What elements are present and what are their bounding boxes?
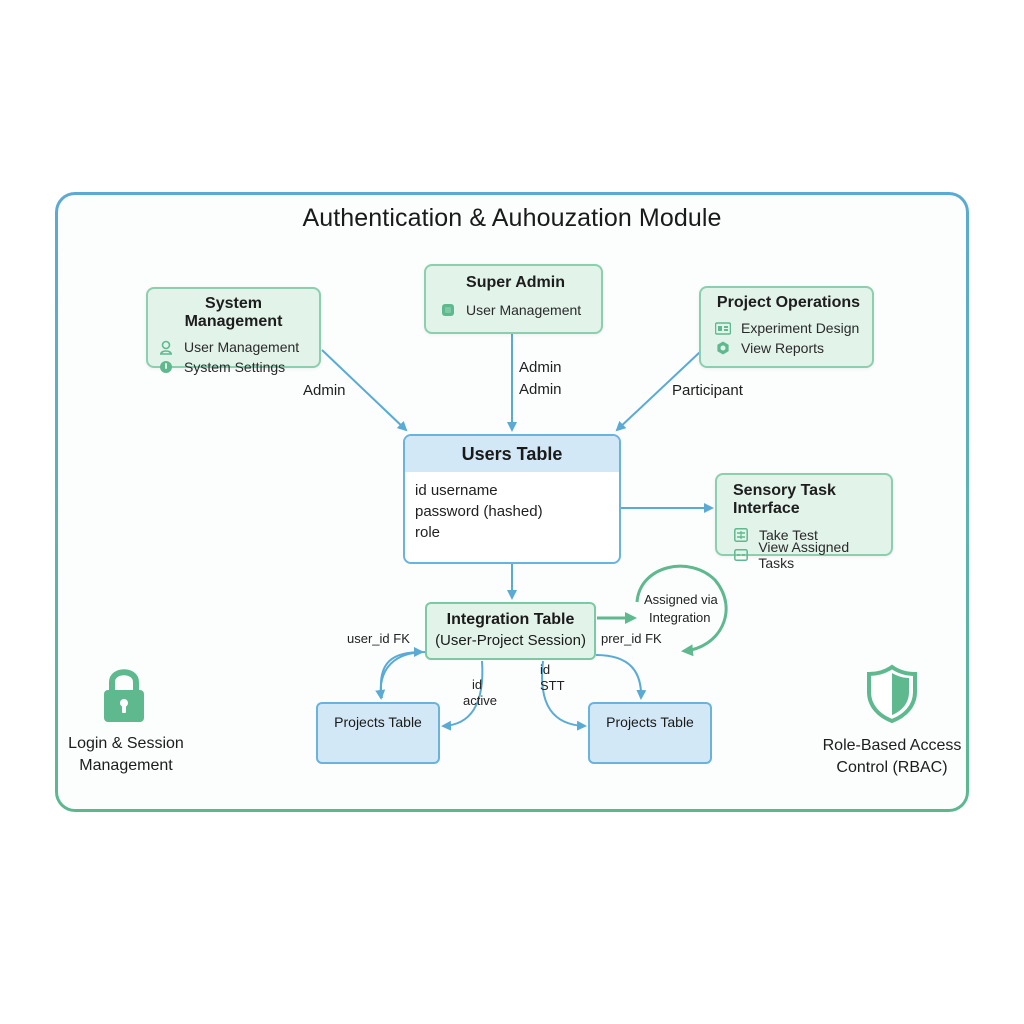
edge-label-id: id	[540, 662, 551, 677]
system-management-item[interactable]: System Settings	[158, 357, 309, 377]
item-label: System Settings	[184, 359, 286, 375]
project-operations-item[interactable]: View Reports	[715, 338, 862, 358]
diagram-title: Authentication & Auhouzation Module	[302, 204, 722, 232]
assigned-via-label: Assigned via	[644, 592, 718, 607]
reports-icon	[715, 340, 731, 356]
user-icon	[158, 339, 174, 355]
settings-icon	[158, 359, 174, 375]
edge-label-active: active	[463, 693, 497, 708]
experiment-icon	[715, 320, 731, 336]
login-session-label: Login & Session Management	[55, 733, 197, 777]
sensory-task-item[interactable]: View Assigned Tasks	[733, 539, 883, 571]
item-label: View Reports	[741, 340, 825, 356]
sensory-task-interface-node[interactable]: Sensory Task Interface Take Test View As…	[715, 473, 893, 571]
assigned-via-label: Integration	[649, 610, 711, 625]
edge-label-prer-id-fk: prer_id FK	[601, 631, 662, 646]
edge-label-id: id	[472, 677, 483, 692]
lock-icon	[102, 666, 146, 729]
login-label-line: Management	[79, 757, 173, 774]
users-table-node[interactable]: Users Table id username password (hashed…	[403, 434, 621, 564]
integration-table-node[interactable]: Integration Table (User-Project Session)	[425, 602, 596, 660]
user-management-icon	[440, 302, 456, 318]
users-table-field: role	[415, 524, 441, 541]
project-operations-title: Project Operations	[716, 294, 861, 311]
shield-icon	[866, 664, 918, 729]
super-admin-item[interactable]: User Management	[440, 300, 591, 320]
rbac-label-line: Role-Based Access	[822, 737, 962, 754]
item-label: Experiment Design	[741, 320, 860, 336]
users-table-field: password (hashed)	[415, 503, 543, 520]
super-admin-node[interactable]: Super Admin User Management	[424, 264, 603, 334]
integration-table-title: Integration Table	[446, 611, 575, 628]
users-table-field: id username	[415, 482, 498, 499]
edge-label-stt: STT	[540, 678, 565, 693]
users-table-title: Users Table	[405, 436, 619, 472]
tasks-icon	[733, 547, 748, 563]
edge-label-user-id-fk: user_id FK	[347, 631, 410, 646]
edge-label-admin: Admin	[519, 359, 562, 376]
sensory-task-interface-title: Sensory Task Interface	[733, 482, 836, 517]
item-label: View Assigned Tasks	[758, 539, 850, 571]
item-label: User Management	[184, 339, 300, 355]
sensory-task-item[interactable]: Take Test	[733, 525, 883, 545]
project-operations-node[interactable]: Project Operations Experiment Design Vie…	[699, 286, 874, 368]
login-label-line: Login & Session	[68, 735, 184, 752]
system-management-title: System Management	[184, 295, 283, 330]
projects-table-title: Projects Table	[606, 714, 694, 730]
integration-table-subtitle: (User-Project Session)	[435, 632, 586, 649]
rbac-label: Role-Based Access Control (RBAC)	[814, 735, 970, 779]
edge-label-admin: Admin	[303, 382, 346, 399]
super-admin-title: Super Admin	[466, 274, 565, 291]
system-management-item[interactable]: User Management	[158, 337, 309, 357]
project-operations-item[interactable]: Experiment Design	[715, 318, 862, 338]
projects-table-right[interactable]: Projects Table	[588, 702, 712, 764]
projects-table-left[interactable]: Projects Table	[316, 702, 440, 764]
rbac-label-line: Control (RBAC)	[836, 759, 948, 776]
test-icon	[733, 527, 749, 543]
projects-table-title: Projects Table	[334, 714, 422, 730]
item-label: User Management	[466, 302, 582, 318]
edge-label-admin: Admin	[519, 381, 562, 398]
edge-label-participant: Participant	[672, 382, 743, 399]
system-management-node[interactable]: System Management User Management System…	[146, 287, 321, 375]
item-label: Take Test	[759, 527, 818, 543]
